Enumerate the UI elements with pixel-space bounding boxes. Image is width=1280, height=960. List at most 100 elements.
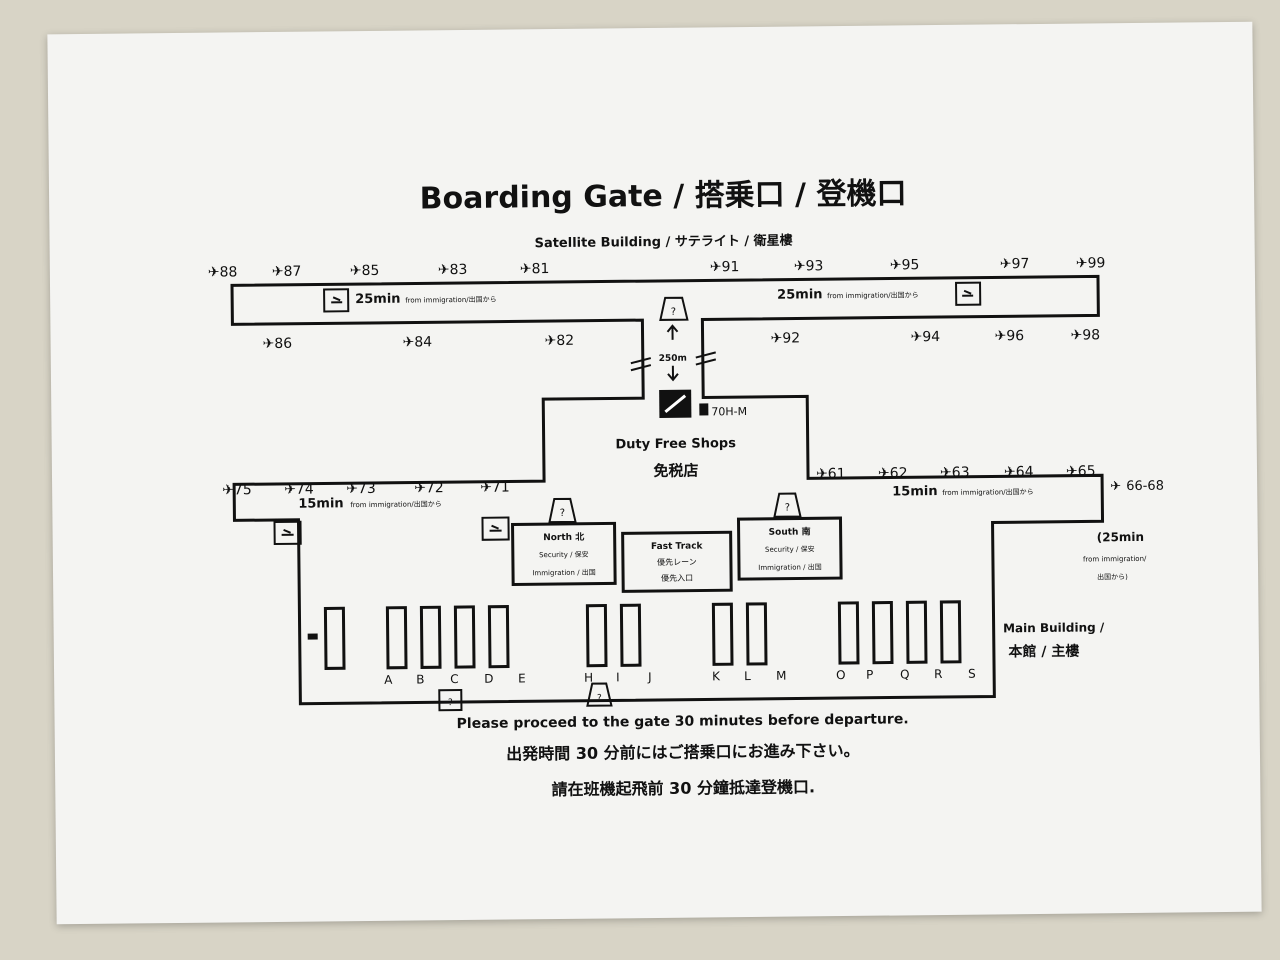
elevator-icon <box>659 389 692 418</box>
check-in-counter <box>323 606 346 670</box>
check-in-counter <box>939 600 962 664</box>
gate-label-61: ✈61 <box>816 466 846 482</box>
gate-label-92: ✈92 <box>771 330 801 346</box>
svg-text:?: ? <box>597 694 602 704</box>
gate-label-65: ✈65 <box>1066 463 1096 479</box>
airplane-icon: ✈ <box>222 482 234 498</box>
check-in-counter <box>837 601 860 665</box>
svg-text:?: ? <box>560 508 565 519</box>
gate-number: 64 <box>1016 464 1034 480</box>
gate-label-87: ✈87 <box>272 264 302 280</box>
counter-letter-L: L <box>744 669 751 683</box>
gate-number: 81 <box>532 261 550 277</box>
gate-number: 62 <box>890 465 908 481</box>
airplane-icon: ✈ <box>911 329 923 345</box>
airplane-icon: ✈ <box>1110 479 1121 494</box>
counter-letter-B: B <box>416 672 424 686</box>
airplane-icon: ✈ <box>346 481 358 497</box>
gate-label-98: ✈98 <box>1071 327 1101 343</box>
airplane-icon: ✈ <box>1004 464 1016 480</box>
check-in-counter <box>619 603 642 667</box>
duty-free-label: Duty Free Shops <box>615 436 736 452</box>
page-title: Boarding Gate / 搭乗口 / 登機口 <box>420 176 907 216</box>
airplane-icon: ✈ <box>284 482 296 498</box>
lounge-icon <box>323 288 350 313</box>
train-label: 70H-M <box>711 405 747 418</box>
gate-number: 88 <box>220 264 238 280</box>
connector-distance: 250m <box>659 354 687 364</box>
gate-number: 87 <box>284 264 302 280</box>
main-gates-right: ✈61✈62✈63✈64✈65 <box>816 463 1096 482</box>
from-immigration-note: from immigration/出国から <box>942 487 1034 497</box>
gate-label-71: ✈71 <box>480 480 510 496</box>
arrow-up <box>666 324 679 340</box>
airplane-icon: ✈ <box>816 466 828 482</box>
gate-number: 98 <box>1082 327 1100 343</box>
check-in-counter <box>419 605 442 669</box>
airplane-icon: ✈ <box>940 465 952 481</box>
gate-number: 95 <box>901 257 919 273</box>
airplane-icon: ✈ <box>403 335 415 351</box>
gate-label-86: ✈86 <box>263 336 293 352</box>
airplane-icon: ✈ <box>545 333 557 349</box>
airplane-icon: ✈ <box>1066 464 1078 480</box>
gate-number: 75 <box>234 482 252 498</box>
fast-track-line1: 優先レーン <box>657 557 697 567</box>
airplane-icon: ✈ <box>771 331 783 347</box>
info-icon: ? <box>548 497 577 524</box>
gate-number: 93 <box>805 258 823 274</box>
gate-label-94: ✈94 <box>911 329 941 345</box>
counter-letter-S: S <box>968 667 976 681</box>
satellite-time-right: 25min <box>777 287 823 302</box>
counter-letter-C: C <box>450 672 459 686</box>
gate-label-83: ✈83 <box>438 262 468 278</box>
airplane-icon: ✈ <box>272 264 284 280</box>
airplane-icon: ✈ <box>414 480 426 496</box>
far-from: from immigration/ <box>1083 555 1147 564</box>
south-security-box <box>736 516 843 581</box>
svg-text:?: ? <box>785 503 790 514</box>
counter-letter-J: J <box>647 670 652 684</box>
gate-number: 61 <box>828 466 846 482</box>
gate-label-91: ✈91 <box>710 259 740 275</box>
north-security-box <box>511 521 617 587</box>
counter-letter-O: O <box>836 668 846 682</box>
airplane-icon: ✈ <box>1000 256 1012 272</box>
satellite-building-label: Satellite Building / サテライト / 衛星樓 <box>534 233 792 252</box>
gate-label-far: ✈ <box>1110 479 1121 494</box>
arrow-down <box>667 365 679 382</box>
counter-letter-H: H <box>584 671 593 685</box>
counter-letter-A: A <box>384 673 393 687</box>
svg-text:?: ? <box>671 307 676 318</box>
counter-letter-D: D <box>484 672 493 686</box>
main-building-label-ja: 本館 / 主樓 <box>1008 643 1079 661</box>
info-icon: ? <box>586 682 613 707</box>
counter-letter-I: I <box>616 670 620 684</box>
check-in-counter <box>453 605 476 669</box>
main-building-label: Main Building / <box>1003 620 1105 635</box>
gate-number: 97 <box>1011 256 1029 272</box>
check-in-counters <box>323 600 962 670</box>
gate-number: 72 <box>426 480 444 496</box>
info-icon: ? <box>659 296 689 321</box>
south-line2: Immigration / 出国 <box>758 562 822 572</box>
satellite-gates-top: ✈88✈87✈85✈83✈81✈91✈93✈95✈97✈99 <box>208 255 1106 280</box>
satellite-time-left: 25min <box>355 292 401 307</box>
north-line2: Immigration / 出国 <box>532 568 596 578</box>
gate-label-82: ✈82 <box>545 333 575 349</box>
south-title: South 南 <box>769 525 811 537</box>
gate-label-72: ✈72 <box>414 480 444 496</box>
check-in-counter <box>487 605 510 669</box>
airplane-icon: ✈ <box>794 258 806 274</box>
check-in-counter <box>711 602 734 666</box>
airplane-icon: ✈ <box>1071 328 1083 344</box>
airplane-icon: ✈ <box>995 328 1007 344</box>
gate-label-84: ✈84 <box>403 334 433 350</box>
bag-icon <box>307 633 318 640</box>
svg-text:?: ? <box>448 698 453 708</box>
satellite-building-outline <box>230 274 1105 706</box>
gate-number: 84 <box>414 334 432 350</box>
gate-label-75: ✈75 <box>222 482 252 498</box>
check-in-counter <box>585 604 608 668</box>
